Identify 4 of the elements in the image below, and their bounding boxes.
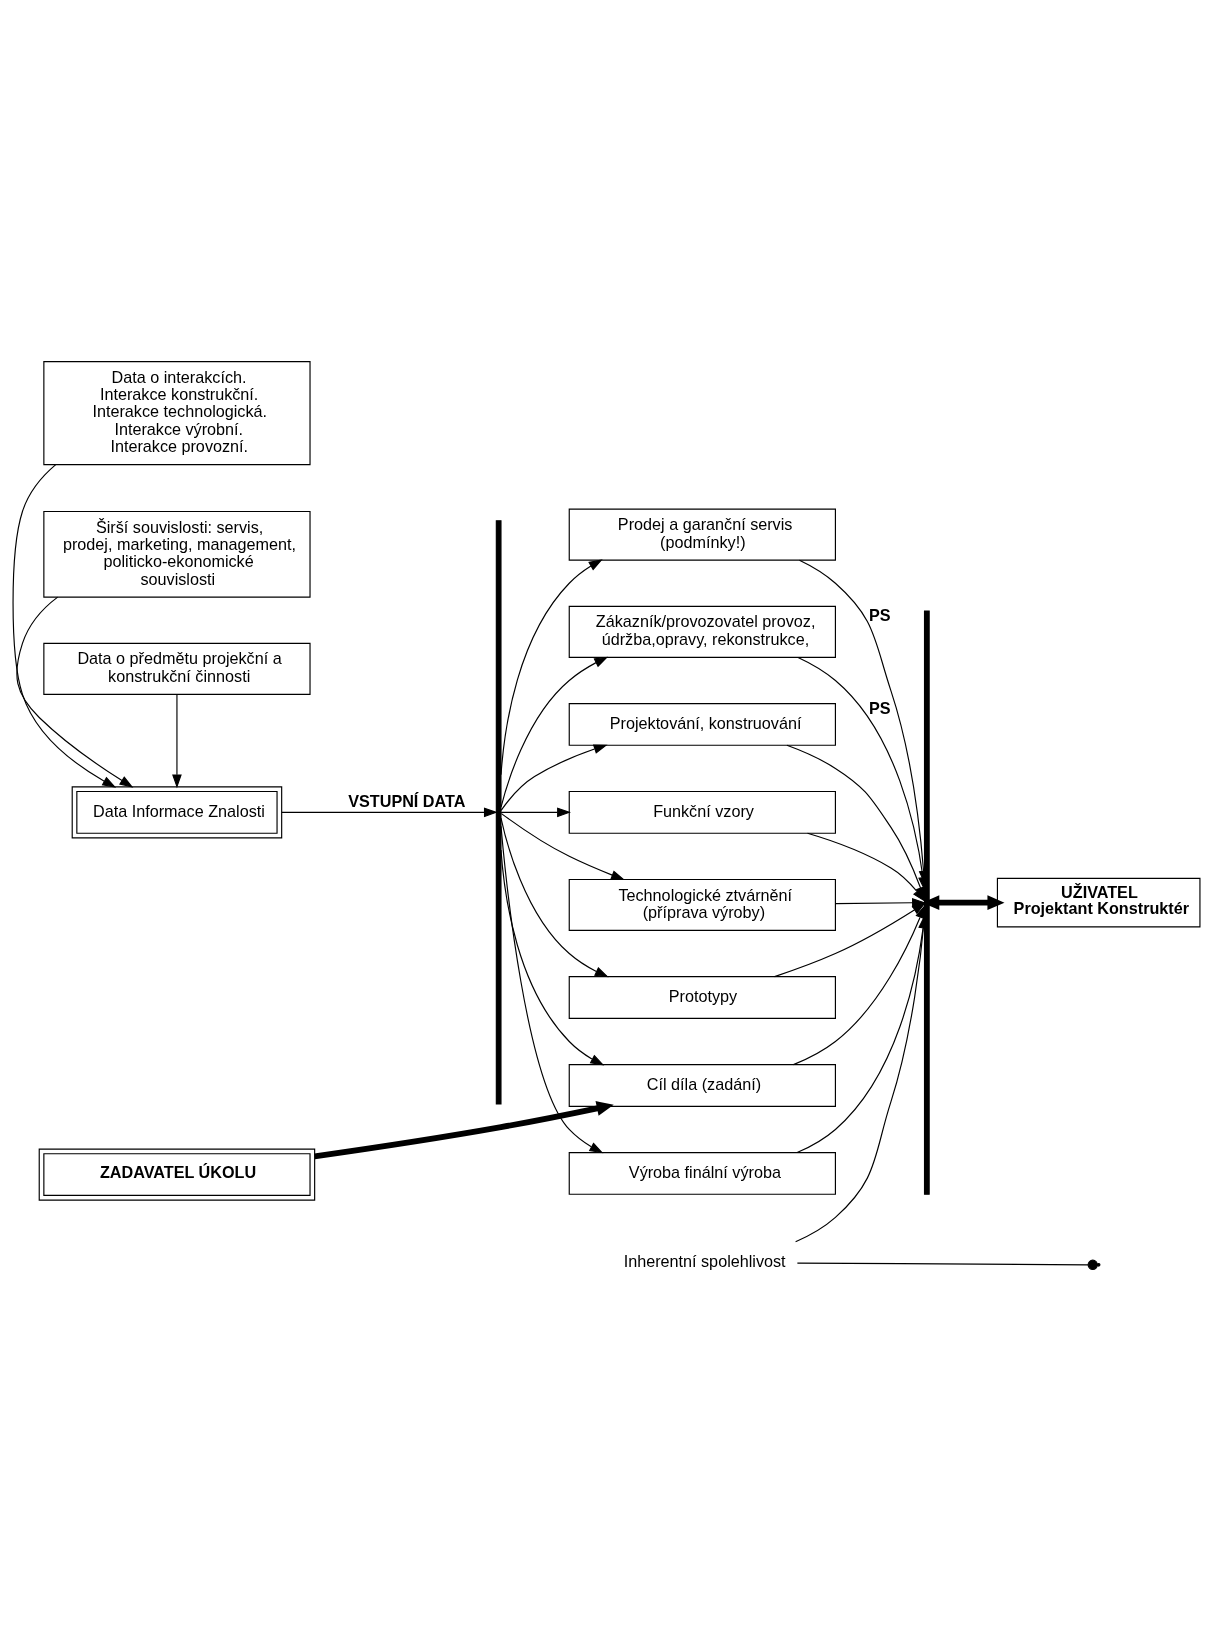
edge-label: PS xyxy=(868,605,891,624)
edge-label: VSTUPNÍ DATA xyxy=(348,791,466,810)
node-text: Inherentní spolehlivost xyxy=(623,1251,786,1270)
edge-label: PS xyxy=(868,699,891,718)
